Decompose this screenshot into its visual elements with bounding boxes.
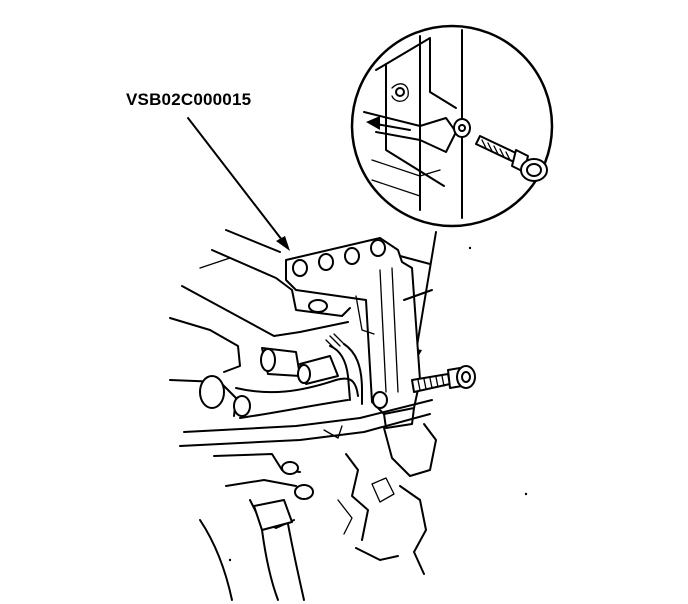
- detail-bolt-icon: [475, 135, 548, 182]
- detail-magnifier-circle: [350, 24, 554, 228]
- bracket-part: [285, 237, 421, 429]
- engine-background-linework: [169, 229, 528, 601]
- mounting-bolt-icon: [411, 365, 476, 393]
- label-leader-arrow: [187, 117, 290, 251]
- part-number-label: VSB02C000015: [126, 90, 252, 109]
